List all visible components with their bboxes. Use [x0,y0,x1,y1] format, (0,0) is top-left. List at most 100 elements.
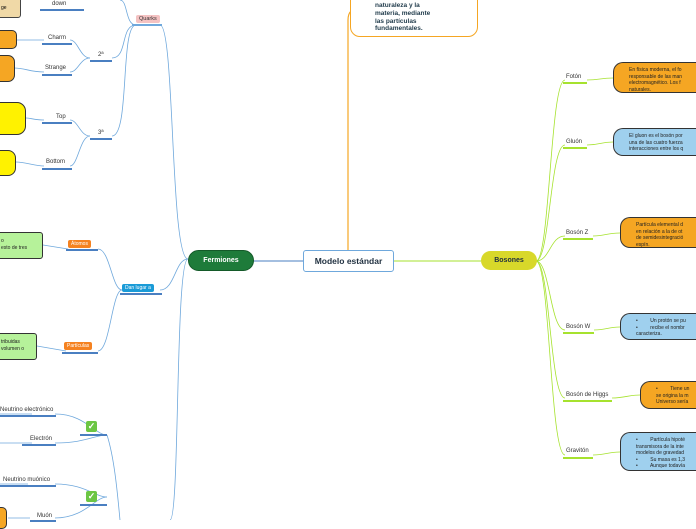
fermiones-node[interactable]: Fermiones [188,250,254,271]
top-quark-label[interactable]: Top [56,114,66,120]
particulas-box[interactable]: tribuidas volumen o [0,333,37,360]
atomos-box[interactable]: o esto de tres [0,232,43,259]
foton-description-line: responsable de las man [629,73,683,80]
boson-w-description-line: caracteriza. [636,331,662,337]
foton-label[interactable]: Fotón [566,74,582,80]
gen2-underline [90,60,112,62]
boson-w-label[interactable]: Bosón W [566,324,591,330]
bottom-box[interactable] [0,150,16,176]
atomos-box-line: esto de tres [1,244,28,251]
top-quark-underline [42,122,72,124]
particulas-tag[interactable]: Partículas [64,342,93,350]
check-icon: ✓ [86,491,97,502]
particulas-label: Partículas [67,343,90,349]
central-topic-modelo-estandar[interactable]: Modelo estándar [303,250,394,272]
charm-underline [42,43,72,45]
check-icon: ✓ [86,421,97,432]
dan-lugar-label: Dan lugar a [125,285,151,291]
top-box-line: fundamentales. [375,25,423,33]
bosones-label: Bosones [494,257,524,264]
neutrino-electronico-underline [0,415,56,417]
boson-z-description-line: Partícula elemental d [636,222,683,228]
bosones-node[interactable]: Bosones [481,251,537,270]
atomos-underline [66,249,98,251]
quarks-underline [132,24,162,26]
partial-box-text: ge [1,5,7,11]
graviton-label[interactable]: Gravitón [566,448,589,454]
atomos-box-line: o [1,238,4,244]
graviton-description-line: • Partícula hipoté [636,437,685,443]
top-box-line: las partículas [375,17,417,25]
muon-label[interactable]: Muón [37,513,53,519]
bottom-label[interactable]: Bottom [46,159,66,165]
gluon-underline [563,147,587,149]
quark-box-top-partial[interactable]: ge [0,0,21,18]
gluon-label[interactable]: Gluón [566,139,583,145]
graviton-description-line: transmisora de la inte [636,443,684,450]
top-box-line: materia, mediante [375,9,431,17]
gen3-underline [90,138,112,140]
boson-de-higgs-description-line: se origina la m [656,392,689,399]
neutrino-muonico-label[interactable]: Neutrino muónico [3,477,51,483]
boson-z-description-line: en relación a la de ot [636,228,683,235]
foton-description-line: En física moderna, el fo [629,67,682,73]
top-quark-box[interactable] [0,102,26,135]
foton-underline [563,82,587,84]
particulas-underline [62,352,98,354]
boson-z-description-line: espín. [636,241,650,248]
boson-de-higgs-underline [563,400,612,402]
boson-w-description-line: • recibe el nombr [636,324,685,331]
atomos-tag[interactable]: Átomos [68,240,91,248]
strange-label[interactable]: Strange [45,65,67,71]
gen2-label[interactable]: 2ª [98,52,104,58]
down-label[interactable]: down [52,1,67,7]
strange-box[interactable] [0,55,15,82]
boson-z-description-line: de semidesintegració [636,235,684,241]
boson-de-higgs-description-line: Universo sería [656,399,689,405]
foton-description-line: electromagnético. Los f [629,80,681,86]
gluon-description-line: interacciones entre los q [629,146,684,152]
boson-w-description-line: • Un protón se pu [636,318,686,324]
muon-underline [30,520,56,522]
boson-w-underline [563,332,594,334]
boson-de-higgs-label[interactable]: Bosón de Higgs [566,392,609,398]
gen3-label[interactable]: 3ª [98,130,104,136]
top-box-line: naturaleza y la [375,2,420,9]
graviton-description-line: modelos de gravedad [636,450,685,456]
muon-box[interactable] [0,507,7,529]
check-underline [80,504,107,506]
bottom-underline [42,168,72,170]
central-topic-label: Modelo estándar [314,256,383,266]
neutrino-electronico-label[interactable]: Neutrino electrónico [0,407,54,413]
graviton-underline [563,457,593,459]
electron-underline [22,444,56,446]
dan-lugar-tag[interactable]: Dan lugar a [122,284,154,292]
fermiones-label: Fermiones [203,257,239,264]
foton-description-line: naturales. [629,86,651,93]
top-description-box[interactable]: naturaleza y la materia, mediante las pa… [350,0,478,37]
strange-underline [42,74,72,76]
gluon-description-line: una de las cuatro fuerza [629,139,683,146]
particulas-box-line: tribuidas [1,339,20,345]
neutrino-muonico-underline [0,485,56,487]
charm-label[interactable]: Charm [48,35,67,41]
graviton-description-line: • Su masa es 1,3 [636,456,685,463]
charm-box[interactable] [0,30,17,49]
atomos-label: Átomos [71,241,88,247]
boson-de-higgs-description-line: • Tiene un [656,386,690,392]
electron-label[interactable]: Electrón [30,436,53,442]
check-underline [80,434,107,436]
quarks-tag[interactable]: Quarks [136,15,160,23]
down-underline [40,9,84,11]
quarks-tag-label: Quarks [139,16,157,22]
dan-lugar-underline [120,293,162,295]
graviton-description-line: • Aunque todavía [636,463,686,469]
boson-z-label[interactable]: Bosón Z [566,230,589,236]
